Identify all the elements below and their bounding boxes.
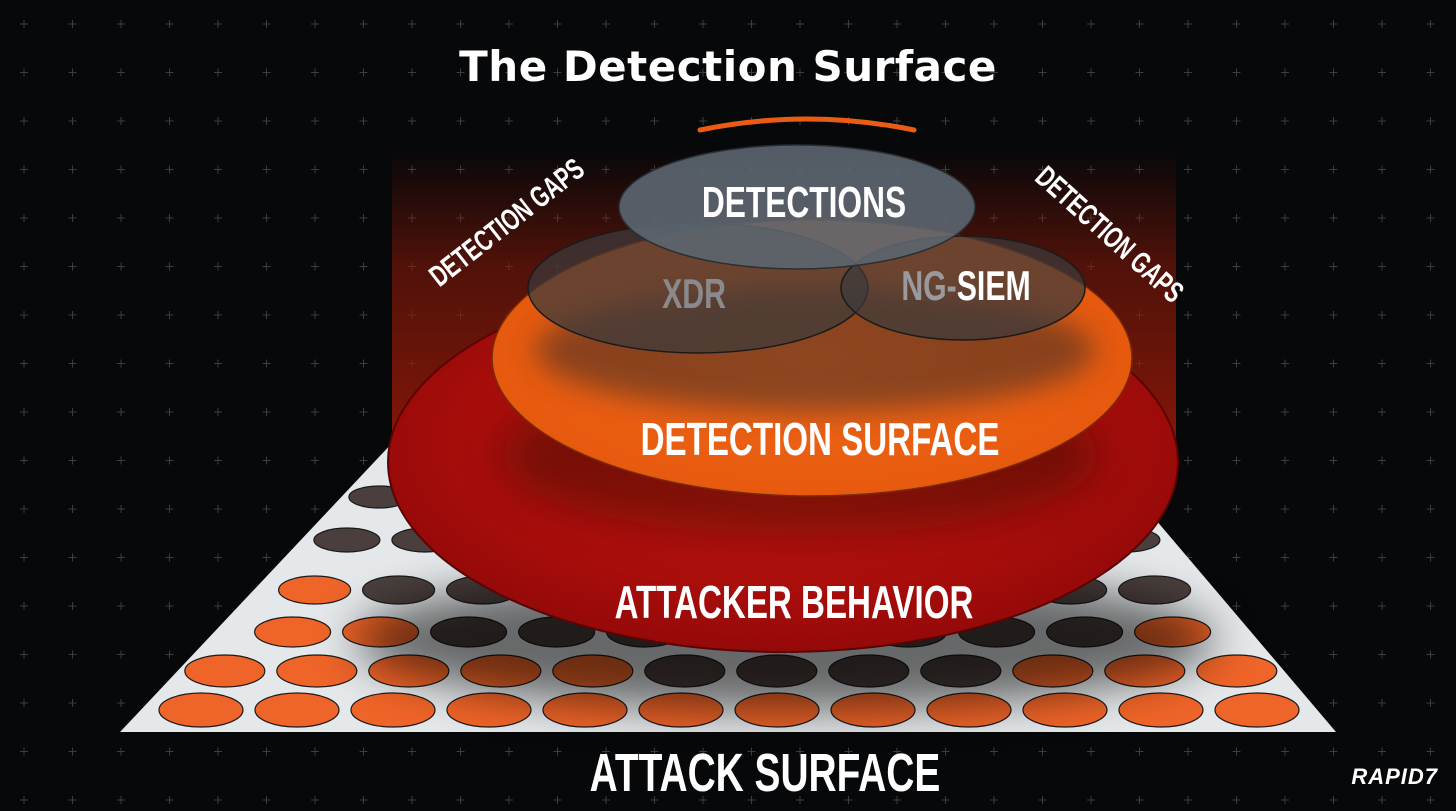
ng-siem-ellipse xyxy=(840,235,1086,341)
attack-surface-dot xyxy=(446,692,532,728)
detections-ellipse xyxy=(618,144,976,270)
attack-surface-dot xyxy=(254,692,340,728)
detection-surface-label: DETECTION SURFACE xyxy=(640,413,1000,465)
attack-surface-dot xyxy=(276,654,358,688)
rapid7-logo: RAPID7 xyxy=(1351,764,1438,789)
attacker-behavior-label: ATTACKER BEHAVIOR xyxy=(614,576,974,628)
ng-siem-prefix: NG- xyxy=(901,262,957,309)
page-title: The Detection Surface xyxy=(459,42,997,91)
attack-surface-label: ATTACK SURFACE xyxy=(589,743,941,803)
attack-surface-dot xyxy=(1022,692,1108,728)
detections-label: DETECTIONS xyxy=(701,178,907,227)
title-accent-arc xyxy=(697,116,917,133)
attack-surface-dot xyxy=(158,692,244,728)
attack-surface-dot xyxy=(1118,692,1204,728)
attack-surface-dot xyxy=(350,692,436,728)
attack-surface-dot xyxy=(362,575,436,605)
attack-surface-dot xyxy=(313,527,381,553)
attack-surface-dot xyxy=(1196,654,1278,688)
attack-surface-dot xyxy=(278,575,352,605)
attack-surface-dot xyxy=(184,654,266,688)
attack-surface-dot xyxy=(1214,692,1300,728)
ng-siem-suffix: SIEM xyxy=(956,262,1031,309)
attack-surface-dot xyxy=(254,616,332,648)
xdr-label: XDR xyxy=(662,270,726,317)
ng-siem-label: NG-SIEM xyxy=(894,262,1038,310)
attack-surface-dot xyxy=(1117,575,1192,605)
